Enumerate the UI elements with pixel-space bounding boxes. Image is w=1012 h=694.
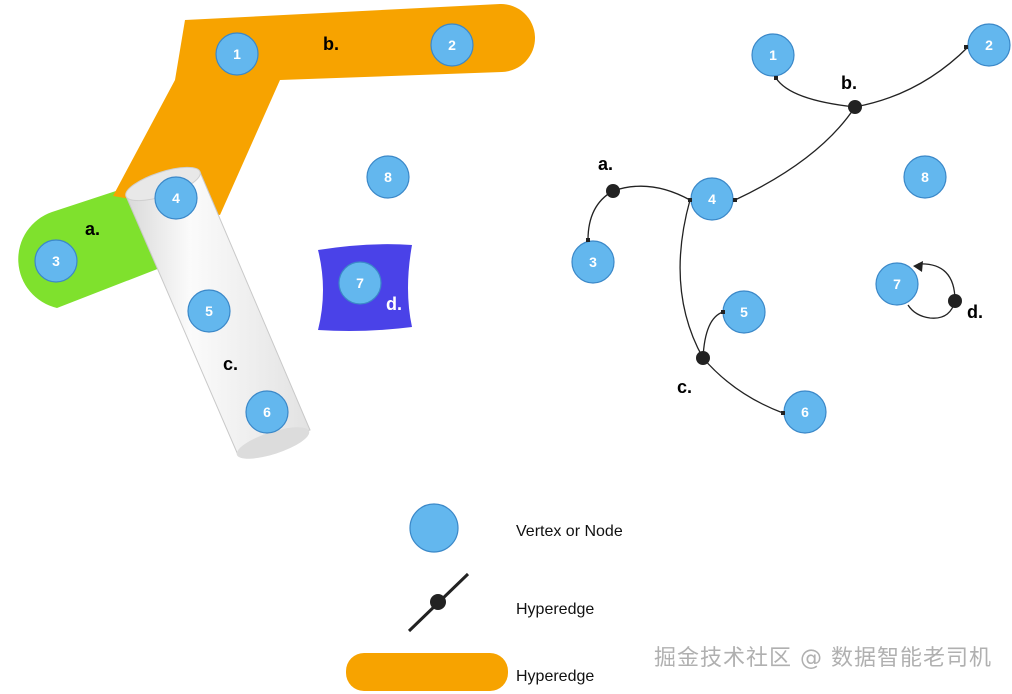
left-node-8-label: 8 [384, 169, 392, 185]
legend: Vertex or Node Hyperedge Hyperedge [346, 503, 623, 691]
right-node-2-label: 2 [985, 37, 993, 53]
left-node-1-label: 1 [233, 46, 241, 62]
hyperedge-b-line-1 [775, 77, 856, 108]
left-node-8[interactable]: 8 [366, 155, 410, 199]
right-node-1-label: 1 [769, 47, 777, 63]
legend-vertex-label: Vertex or Node [516, 523, 623, 540]
left-node-3-label: 3 [52, 253, 60, 269]
attach-marker [586, 238, 590, 242]
left-node-5-label: 5 [205, 303, 213, 319]
right-node-7-label: 7 [893, 276, 901, 292]
right-hypergraph: 1 2 3 4 5 6 7 8 [571, 23, 1011, 434]
right-node-3[interactable]: 3 [571, 240, 615, 284]
attach-marker [688, 198, 692, 202]
hyperedge-c-junction [696, 351, 710, 365]
right-node-6[interactable]: 6 [783, 390, 827, 434]
hyperedge-a-line-3 [587, 190, 614, 241]
right-node-7[interactable]: 7 [875, 262, 919, 306]
left-node-7-label: 7 [356, 275, 364, 291]
right-hyperedge-a-label: a. [598, 154, 613, 174]
hyperedge-b-line-4 [734, 106, 856, 201]
right-hyperedge-b-label: b. [841, 73, 857, 93]
attach-marker [964, 45, 968, 49]
hyperedge-c-bottom [236, 427, 310, 459]
legend-vertex: Vertex or Node [409, 503, 623, 553]
hyperedge-c-line-4 [679, 199, 704, 359]
left-node-4-label: 4 [172, 190, 180, 206]
self-loop-arrow-icon [913, 261, 923, 272]
right-node-3-label: 3 [589, 254, 597, 270]
hyperedge-a-junction [606, 184, 620, 198]
legend-hyperedge-shape: Hyperedge [346, 653, 594, 691]
right-node-5[interactable]: 5 [722, 290, 766, 334]
left-hyperedge-d-label: d. [386, 294, 402, 314]
right-node-8[interactable]: 8 [903, 155, 947, 199]
left-hyperedge-a-label: a. [85, 219, 100, 239]
left-hypergraph: 1 2 3 4 5 6 7 8 a. b [18, 3, 535, 459]
legend-hyperedge-shape-label: Hyperedge [516, 668, 594, 685]
left-node-7[interactable]: 7 [338, 261, 382, 305]
left-hyperedge-b-label: b. [323, 34, 339, 54]
legend-hyperedge-junction-icon [430, 594, 446, 610]
watermark: 掘金技术社区 @ 数据智能老司机 [654, 646, 992, 671]
attach-marker [733, 198, 737, 202]
legend-hyperedge-line-label: Hyperedge [516, 601, 594, 618]
hyperedge-d-loop-2 [907, 300, 956, 319]
left-node-2[interactable]: 2 [430, 23, 474, 67]
right-hyperedge-d-label: d. [967, 302, 983, 322]
left-node-6[interactable]: 6 [245, 390, 289, 434]
legend-hyperedge-shape-icon [346, 653, 508, 691]
attach-marker [774, 76, 778, 80]
hyperedge-c-line-6 [702, 357, 784, 414]
left-node-2-label: 2 [448, 37, 456, 53]
hyperedge-b-junction [848, 100, 862, 114]
hyperedge-a-line-4 [612, 185, 691, 201]
right-node-1[interactable]: 1 [751, 33, 795, 77]
right-node-4[interactable]: 4 [690, 177, 734, 221]
right-node-4-label: 4 [708, 191, 716, 207]
right-node-6-label: 6 [801, 404, 809, 420]
legend-hyperedge-line: Hyperedge [407, 572, 594, 633]
right-node-8-label: 8 [921, 169, 929, 185]
left-node-5[interactable]: 5 [187, 289, 231, 333]
attach-marker [781, 411, 785, 415]
attach-marker [721, 310, 725, 314]
left-node-1[interactable]: 1 [215, 32, 259, 76]
left-node-6-label: 6 [263, 404, 271, 420]
hyperedge-c-line-5 [702, 311, 724, 359]
hyperedge-d-junction [948, 294, 962, 308]
left-node-3[interactable]: 3 [34, 239, 78, 283]
left-node-4[interactable]: 4 [154, 176, 198, 220]
right-node-2[interactable]: 2 [967, 23, 1011, 67]
right-hyperedge-c-label: c. [677, 377, 692, 397]
legend-vertex-icon [409, 503, 459, 553]
right-node-5-label: 5 [740, 304, 748, 320]
hyperedge-d-loop [917, 263, 956, 302]
left-hyperedge-c-label: c. [223, 354, 238, 374]
hyperedge-b-line-2 [854, 46, 969, 108]
